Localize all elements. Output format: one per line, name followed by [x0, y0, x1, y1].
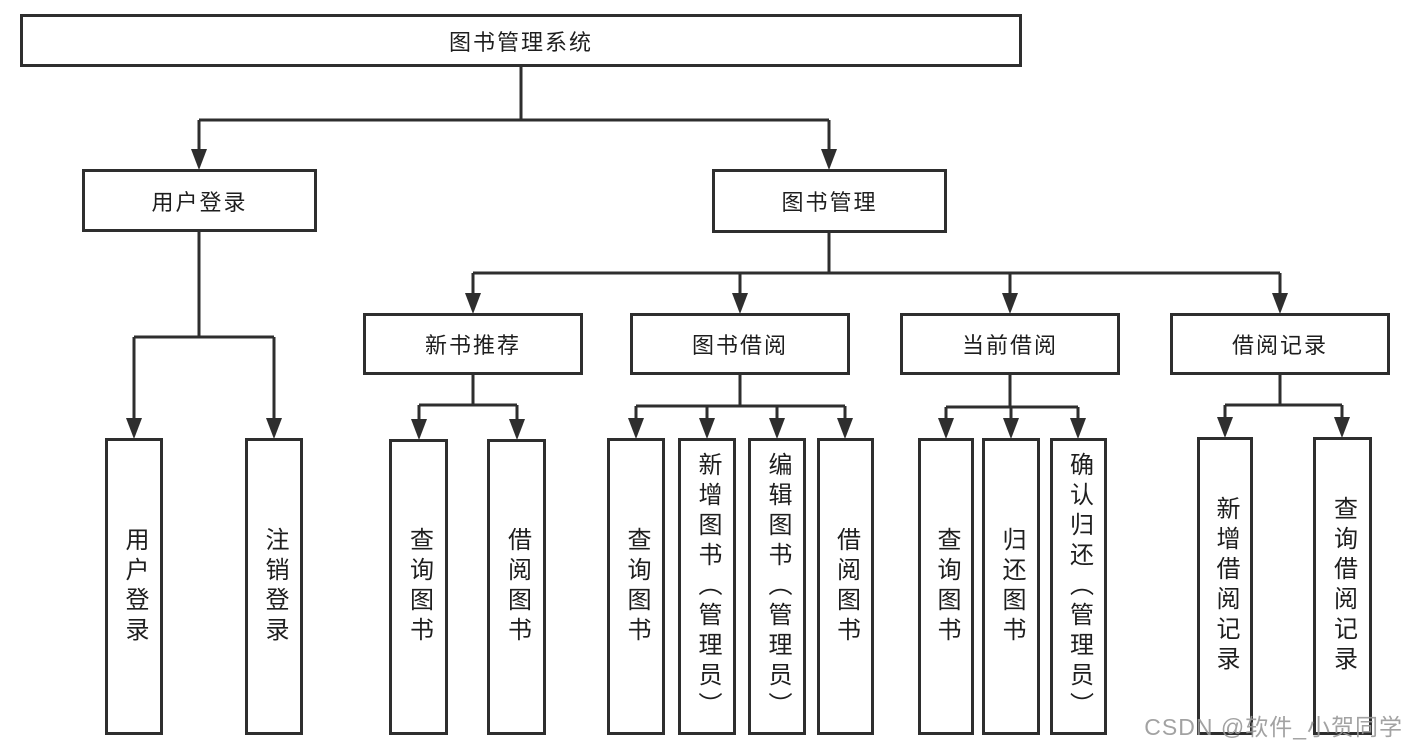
leaf-borrow-add: 新增图书（管理员） [678, 438, 736, 735]
node-current-borrow: 当前借阅 [900, 313, 1120, 375]
leaf-records-query: 查询借阅记录 [1313, 437, 1372, 735]
leaf-current-query: 查询图书 [918, 438, 974, 735]
leaf-newbooks-query-label: 查询图书 [405, 527, 433, 647]
leaf-newbooks-borrow-label: 借阅图书 [503, 527, 531, 647]
leaf-newbooks-query: 查询图书 [389, 439, 448, 735]
node-book-borrow-label: 图书借阅 [691, 333, 788, 358]
leaf-current-confirm-label: 确认归还（管理员） [1065, 451, 1093, 722]
leaf-borrow-query-label: 查询图书 [623, 526, 650, 647]
node-book-management-label: 图书管理 [781, 190, 878, 215]
leaf-current-return: 归还图书 [982, 438, 1040, 735]
leaf-current-query-label: 查询图书 [933, 526, 960, 647]
leaf-borrow-add-label: 新增图书（管理员） [694, 451, 721, 722]
leaf-records-add-label: 新增借阅记录 [1212, 496, 1239, 676]
node-user-login: 用户登录 [82, 169, 317, 232]
leaf-current-return-label: 归还图书 [998, 526, 1025, 647]
node-book-management: 图书管理 [712, 169, 947, 233]
node-borrow-records-label: 借阅记录 [1231, 333, 1328, 358]
node-borrow-records: 借阅记录 [1170, 313, 1390, 375]
leaf-logout: 注销登录 [245, 438, 303, 735]
leaf-records-add: 新增借阅记录 [1197, 437, 1253, 735]
leaf-borrow-edit-label: 编辑图书（管理员） [764, 451, 791, 722]
node-new-books: 新书推荐 [363, 313, 583, 375]
node-book-borrow: 图书借阅 [630, 313, 850, 375]
leaf-logout-label: 注销登录 [261, 526, 288, 647]
node-user-login-label: 用户登录 [151, 189, 248, 215]
leaf-newbooks-borrow: 借阅图书 [487, 439, 546, 735]
leaf-borrow-edit: 编辑图书（管理员） [748, 438, 806, 735]
leaf-records-query-label: 查询借阅记录 [1329, 496, 1357, 676]
node-new-books-label: 新书推荐 [424, 333, 521, 358]
csdn-watermark: CSDN @软件_小贺同学 [1144, 714, 1403, 740]
leaf-user-login-label: 用户登录 [121, 526, 148, 647]
node-root-label: 图书管理系统 [448, 29, 593, 55]
leaf-borrow-borrow-label: 借阅图书 [832, 526, 860, 647]
node-root: 图书管理系统 [20, 14, 1022, 67]
leaf-borrow-borrow: 借阅图书 [817, 438, 874, 735]
leaf-user-login: 用户登录 [105, 438, 163, 735]
leaf-borrow-query: 查询图书 [607, 438, 665, 735]
leaf-current-confirm: 确认归还（管理员） [1050, 438, 1107, 735]
node-current-borrow-label: 当前借阅 [961, 333, 1058, 358]
